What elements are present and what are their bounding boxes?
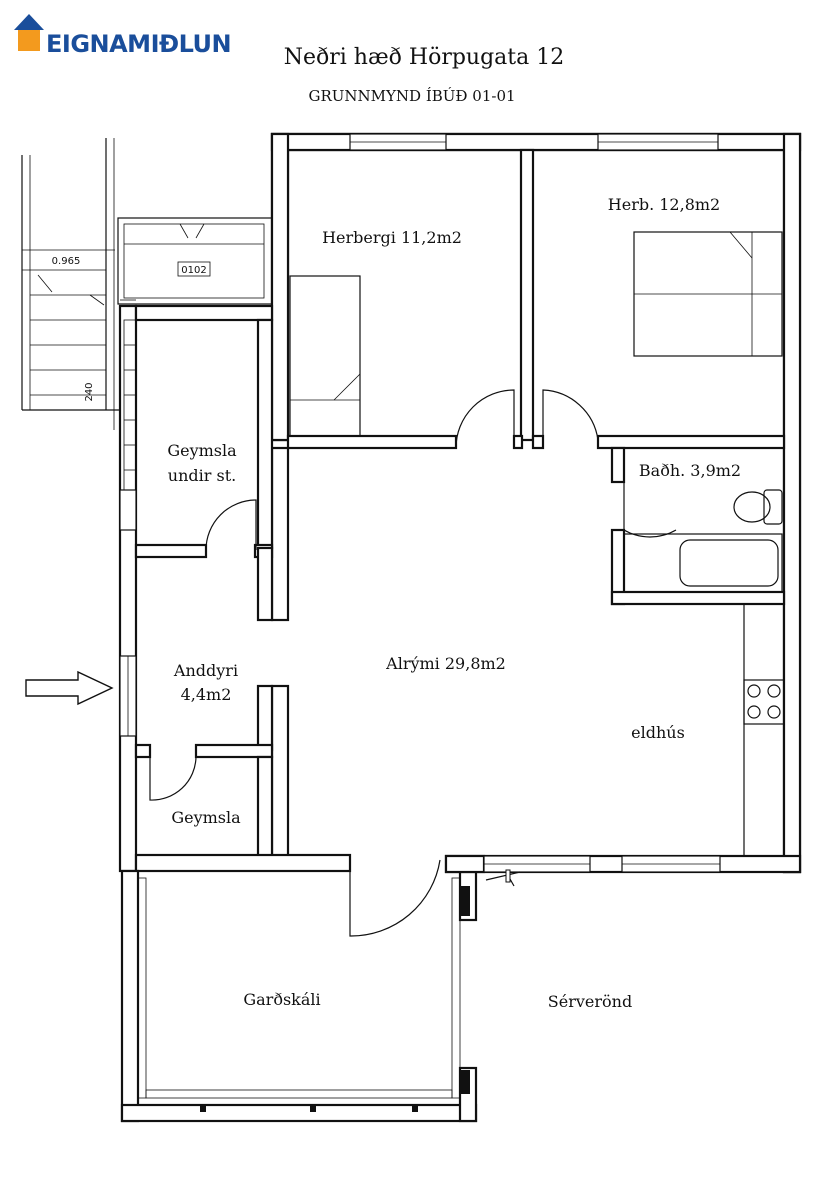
room-label-serverond: Sérverönd bbox=[548, 992, 632, 1011]
plan-title: Neðri hæð Hörpugata 12 bbox=[284, 45, 565, 70]
windows bbox=[119, 133, 721, 1112]
room-label-herbergi: Herbergi 11,2m2 bbox=[322, 228, 462, 247]
room-label-gardskali: Garðskáli bbox=[243, 990, 320, 1009]
bathtub-icon bbox=[623, 533, 783, 593]
plan-subtitle: GRUNNMYND ÍBÚÐ 01-01 bbox=[308, 87, 515, 105]
company-logo: EIGNAMIÐLUN bbox=[14, 14, 232, 58]
bed-icon bbox=[289, 275, 361, 437]
kitchen-counter bbox=[743, 603, 785, 857]
doors bbox=[149, 389, 677, 937]
entrance-arrow-icon bbox=[25, 670, 114, 706]
room-label-geymsla: Geymsla bbox=[171, 808, 241, 827]
storage-box-0102: 0102 bbox=[117, 217, 273, 307]
exterior-stair: 0.965 240 bbox=[21, 138, 137, 491]
stair-length-label: 240 bbox=[84, 382, 95, 401]
room-label-eldhus: eldhús bbox=[631, 723, 685, 742]
room-label-anddyri-2: 4,4m2 bbox=[181, 685, 232, 704]
house-logo-icon bbox=[14, 14, 44, 51]
room-label-herb: Herb. 12,8m2 bbox=[608, 195, 720, 214]
double-bed-icon bbox=[633, 231, 783, 357]
room-label-alrymi: Alrými 29,8m2 bbox=[385, 654, 506, 673]
room-label-anddyri-1: Anddyri bbox=[173, 661, 238, 680]
room-label-geymsla-undir-2: undir st. bbox=[168, 466, 236, 485]
room-label-bad: Baðh. 3,9m2 bbox=[639, 461, 741, 480]
stove-icon bbox=[743, 679, 785, 725]
toilet-icon bbox=[733, 489, 783, 525]
room-label-geymsla-undir-1: Geymsla bbox=[167, 441, 237, 460]
stair-width-label: 0.965 bbox=[52, 256, 81, 267]
room-labels: Herbergi 11,2m2 Herb. 12,8m2 Geymsla und… bbox=[167, 195, 741, 1011]
box-code-label: 0102 bbox=[181, 265, 206, 276]
logo-text: EIGNAMIÐLUN bbox=[46, 30, 231, 58]
